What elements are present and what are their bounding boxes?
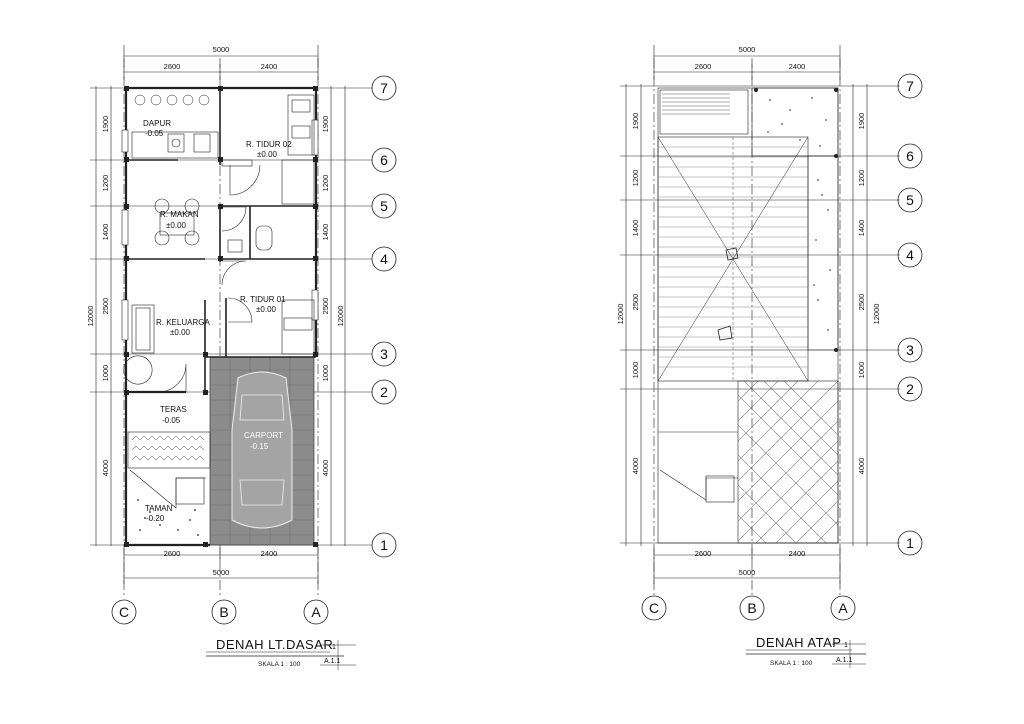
top-dim-2: 2400 bbox=[261, 62, 278, 71]
top-dim-1: 2600 bbox=[164, 62, 181, 71]
roof-grid-bubble-6: 6 bbox=[906, 148, 914, 164]
right-dim-3: 1400 bbox=[321, 224, 330, 241]
right-dim-2: 1200 bbox=[321, 175, 330, 192]
grid-bubble-6: 6 bbox=[380, 152, 388, 168]
left-dim-2: 1200 bbox=[101, 175, 110, 192]
left-total-dim: 12000 bbox=[86, 306, 95, 327]
grid-bubble-a: A bbox=[311, 604, 321, 620]
roof-plan-title: DENAH ATAP bbox=[756, 635, 841, 650]
plan-sheet: A.1.1 bbox=[324, 658, 340, 665]
roof-left-dim-6: 4000 bbox=[631, 458, 640, 475]
roof-grid-bubble-5: 5 bbox=[906, 192, 914, 208]
left-dim-3: 1400 bbox=[101, 224, 110, 241]
roof-left-dim-3: 1400 bbox=[631, 220, 640, 237]
roof-plan-title-number: 1 bbox=[844, 642, 848, 649]
room-name-taman: TAMAN bbox=[145, 504, 173, 513]
roof-grid-bubble-1: 1 bbox=[906, 535, 914, 551]
roof-bottom-dim-1: 2600 bbox=[695, 549, 712, 558]
room-name-keluarga: R. KELUARGA bbox=[156, 318, 210, 327]
roof-grid-bubble-3: 3 bbox=[906, 342, 914, 358]
grid-bubble-3: 3 bbox=[380, 346, 388, 362]
bottom-dim-2: 2400 bbox=[261, 549, 278, 558]
roof-left-dim-5: 1000 bbox=[631, 362, 640, 379]
grid-bubble-7: 7 bbox=[380, 80, 388, 96]
room-level-tidur-01: ±0.00 bbox=[256, 305, 277, 314]
left-dim-6: 4000 bbox=[101, 460, 110, 477]
roof-bottom-total-dim: 5000 bbox=[739, 568, 756, 577]
roof-grid-bubble-a: A bbox=[838, 600, 848, 616]
right-dim-1: 1900 bbox=[321, 116, 330, 133]
roof-right-dim-6: 4000 bbox=[857, 458, 866, 475]
ground-plan-labels: 5000 2600 2400 2600 2400 5000 1900 1200 … bbox=[86, 45, 388, 668]
left-dim-4: 2500 bbox=[101, 298, 110, 315]
grid-bubble-c: C bbox=[119, 604, 129, 620]
roof-grid-bubble-7: 7 bbox=[906, 78, 914, 94]
room-level-makan: ±0.00 bbox=[166, 221, 187, 230]
roof-grid-bubble-b: B bbox=[747, 600, 756, 616]
grid-bubble-1: 1 bbox=[380, 537, 388, 553]
roof-left-dim-2: 1200 bbox=[631, 170, 640, 187]
roof-grid-bubble-4: 4 bbox=[906, 247, 914, 263]
roof-right-dim-2: 1200 bbox=[857, 170, 866, 187]
grid-bubble-b: B bbox=[219, 604, 228, 620]
plan-title-number: 1 bbox=[332, 644, 336, 651]
roof-right-dim-5: 1000 bbox=[857, 362, 866, 379]
right-dim-6: 4000 bbox=[321, 460, 330, 477]
top-total-dim: 5000 bbox=[213, 45, 230, 54]
room-level-dapur: -0.05 bbox=[145, 129, 164, 138]
roof-plan bbox=[620, 45, 923, 668]
roof-top-dim-2: 2400 bbox=[789, 62, 806, 71]
roof-left-dim-4: 2500 bbox=[631, 294, 640, 311]
roof-right-dim-1: 1900 bbox=[857, 113, 866, 130]
bottom-total-dim: 5000 bbox=[213, 568, 230, 577]
grid-bubble-2: 2 bbox=[380, 384, 388, 400]
right-total-dim: 12000 bbox=[336, 306, 345, 327]
roof-left-dim-1: 1900 bbox=[631, 113, 640, 130]
room-name-makan: R. MAKAN bbox=[160, 210, 199, 219]
plan-scale: SKALA 1 : 100 bbox=[258, 661, 301, 668]
room-name-tidur-01: R. TIDUR 01 bbox=[240, 295, 286, 304]
ground-floor-plan bbox=[90, 45, 397, 670]
room-level-keluarga: ±0.00 bbox=[170, 328, 191, 337]
room-name-teras: TERAS bbox=[160, 405, 187, 414]
roof-right-dim-4: 2500 bbox=[857, 294, 866, 311]
roof-right-total-dim: 12000 bbox=[872, 304, 881, 325]
grid-bubble-5: 5 bbox=[380, 198, 388, 214]
roof-top-total-dim: 5000 bbox=[739, 45, 756, 54]
left-dim-1: 1900 bbox=[101, 116, 110, 133]
bottom-dim-1: 2600 bbox=[164, 549, 181, 558]
grid-bubble-4: 4 bbox=[380, 251, 388, 267]
roof-plan-scale: SKALA 1 : 100 bbox=[770, 660, 813, 667]
roof-grid-bubble-c: C bbox=[649, 600, 659, 616]
room-level-taman: -0.20 bbox=[146, 514, 165, 523]
roof-plan-labels: 5000 2600 2400 2600 2400 5000 1900 1200 … bbox=[616, 45, 914, 667]
roof-top-dim-1: 2600 bbox=[695, 62, 712, 71]
roof-bottom-dim-2: 2400 bbox=[789, 549, 806, 558]
roof-plan-sheet: A.1.1 bbox=[836, 657, 852, 664]
roof-grid-bubble-2: 2 bbox=[906, 381, 914, 397]
right-dim-4: 2500 bbox=[321, 298, 330, 315]
roof-right-dim-3: 1400 bbox=[857, 220, 866, 237]
left-dim-5: 1000 bbox=[101, 365, 110, 382]
room-name-carport: CARPORT bbox=[244, 431, 283, 440]
room-level-carport: -0.15 bbox=[250, 442, 269, 451]
right-dim-5: 1000 bbox=[321, 365, 330, 382]
roof-left-total-dim: 12000 bbox=[616, 304, 625, 325]
plan-title: DENAH LT.DASAR bbox=[216, 637, 333, 652]
room-name-dapur: DAPUR bbox=[143, 119, 171, 128]
room-level-teras: -0.05 bbox=[162, 416, 181, 425]
room-name-tidur-02: R. TIDUR 02 bbox=[246, 140, 292, 149]
room-level-tidur-02: ±0.00 bbox=[257, 150, 278, 159]
